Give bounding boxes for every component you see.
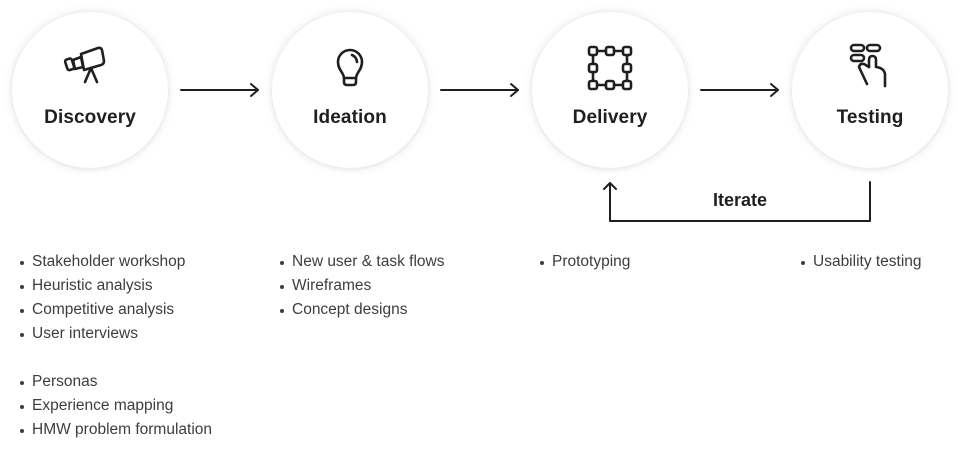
ideation-activities: New user & task flows Wireframes Concept…	[278, 250, 444, 322]
telescope-icon	[63, 46, 106, 84]
arrow-ideation-to-delivery	[440, 83, 519, 97]
testing-activities: Usability testing	[799, 250, 922, 274]
list-item: Heuristic analysis	[18, 274, 212, 298]
list-item: Experience mapping	[18, 394, 212, 418]
arrow-delivery-to-testing	[700, 83, 779, 97]
stage-label: Ideation	[313, 107, 387, 128]
discovery-activities: Stakeholder workshop Heuristic analysis …	[18, 250, 212, 442]
stage-label: Discovery	[44, 107, 136, 128]
list-item: Personas	[18, 370, 212, 394]
list-item: User interviews	[18, 322, 212, 346]
frame-select-icon	[587, 45, 633, 91]
list-item: Prototyping	[538, 250, 630, 274]
iterate-label: Iterate	[712, 190, 768, 210]
arrow-discovery-to-ideation	[180, 83, 259, 97]
list-item: Competitive analysis	[18, 298, 212, 322]
list-item: Wireframes	[278, 274, 444, 298]
iterate-loop-arrow	[603, 181, 871, 222]
list-item: Concept designs	[278, 298, 444, 322]
lightbulb-icon	[336, 48, 364, 87]
stage-label: Testing	[836, 107, 904, 128]
list-item: New user & task flows	[278, 250, 444, 274]
list-item: Stakeholder workshop	[18, 250, 212, 274]
list-item: HMW problem formulation	[18, 418, 212, 442]
stage-discovery: Discovery	[12, 12, 168, 168]
stage-testing: Testing	[792, 12, 948, 168]
stage-ideation: Ideation	[272, 12, 428, 168]
stage-delivery: Delivery	[532, 12, 688, 168]
delivery-activities: Prototyping	[538, 250, 630, 274]
stage-label: Delivery	[572, 107, 648, 128]
list-item: Usability testing	[799, 250, 922, 274]
hand-tap-icon	[849, 43, 887, 88]
